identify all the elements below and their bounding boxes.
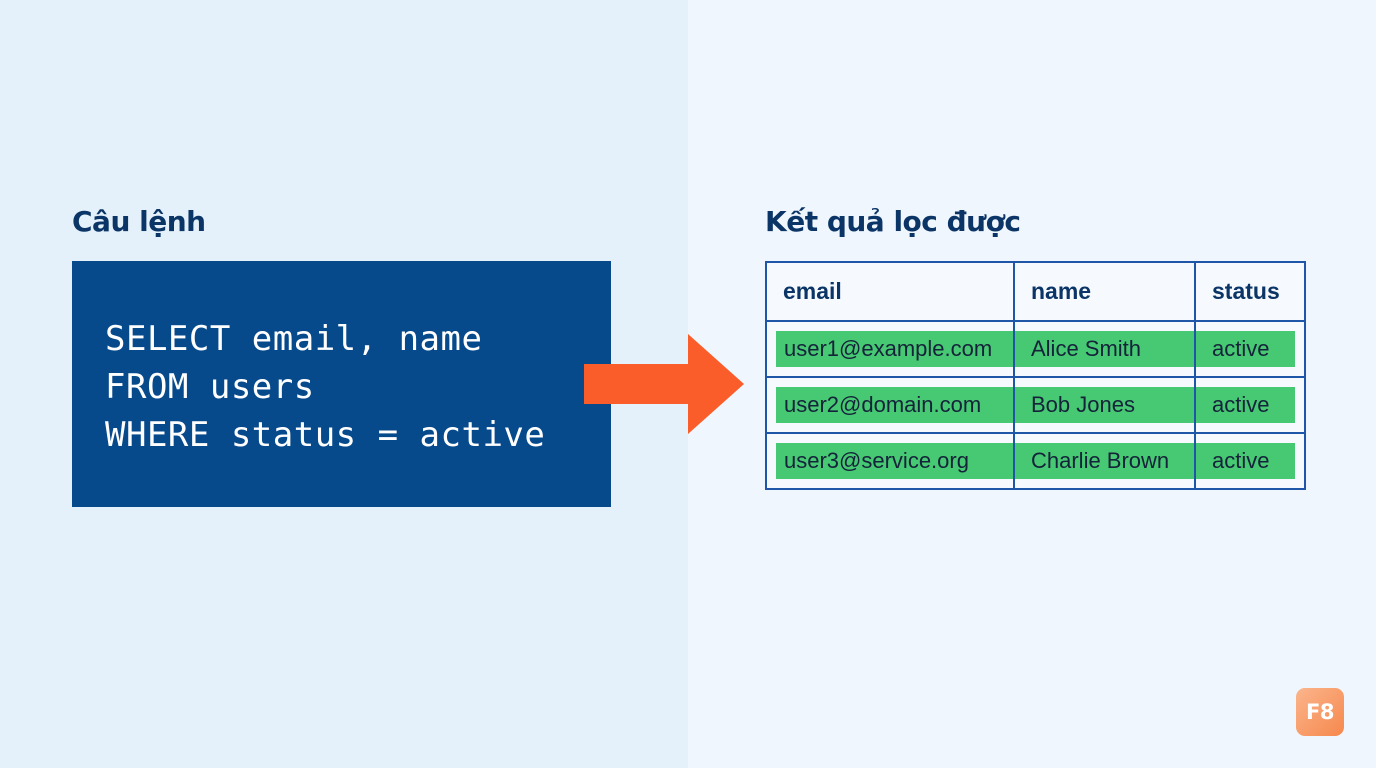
cell-value: Charlie Brown — [1015, 443, 1194, 479]
column-header-name: name — [1013, 261, 1196, 322]
column-header-status: status — [1194, 261, 1306, 322]
table-cell-status: active — [1194, 432, 1306, 490]
arrow-shape — [584, 334, 744, 434]
code-line-select: SELECT email, name — [105, 319, 483, 359]
code-line-where: WHERE status = active — [105, 415, 546, 455]
table-row: user2@domain.com Bob Jones active — [765, 376, 1306, 434]
cell-value: active — [1196, 331, 1295, 367]
column-header-email: email — [765, 261, 1015, 322]
cell-value: user1@example.com — [776, 331, 1013, 367]
cell-value: Alice Smith — [1015, 331, 1194, 367]
cell-value: user3@service.org — [776, 443, 1013, 479]
result-table: email name status user1@example.com Alic… — [765, 261, 1306, 490]
cell-value: active — [1196, 387, 1295, 423]
table-header-row: email name status — [765, 261, 1306, 322]
cell-value: active — [1196, 443, 1295, 479]
code-line-from: FROM users — [105, 367, 315, 407]
table-cell-name: Alice Smith — [1013, 320, 1196, 378]
table-cell-email: user2@domain.com — [765, 376, 1015, 434]
table-row: user1@example.com Alice Smith active — [765, 320, 1306, 378]
cell-value: user2@domain.com — [776, 387, 1013, 423]
table-cell-name: Charlie Brown — [1013, 432, 1196, 490]
f8-logo: F8 — [1296, 688, 1344, 736]
cell-value: Bob Jones — [1015, 387, 1194, 423]
table-cell-status: active — [1194, 376, 1306, 434]
table-row: user3@service.org Charlie Brown active — [765, 432, 1306, 490]
right-arrow-icon — [584, 334, 744, 434]
table-cell-status: active — [1194, 320, 1306, 378]
query-heading: Câu lệnh — [72, 205, 206, 238]
table-cell-email: user1@example.com — [765, 320, 1015, 378]
table-cell-name: Bob Jones — [1013, 376, 1196, 434]
sql-code-block: SELECT email, name FROM users WHERE stat… — [72, 261, 611, 507]
table-cell-email: user3@service.org — [765, 432, 1015, 490]
result-heading: Kết quả lọc được — [765, 205, 1021, 238]
